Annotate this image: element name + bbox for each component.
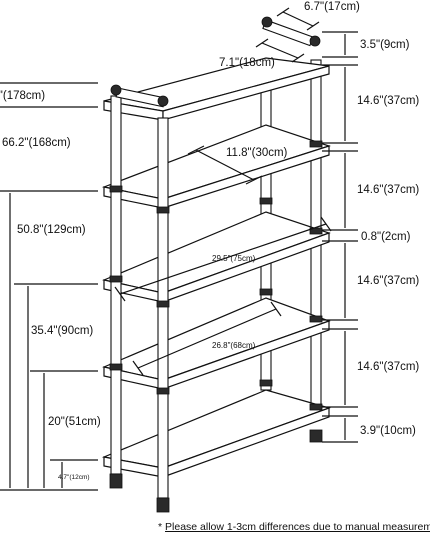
shelf-illustration xyxy=(101,16,331,513)
shelf-bottom xyxy=(101,389,331,478)
left-dimension-lines xyxy=(0,82,98,491)
label-shelf-gap-3: 14.6"(37cm) xyxy=(357,275,419,287)
width-dimension-lines xyxy=(114,216,332,376)
depth-dimension-lines xyxy=(187,7,320,185)
label-top-gap: 3.5"(9cm) xyxy=(360,39,410,51)
label-depth-top: 6.7"(17cm) xyxy=(304,1,360,13)
dimension-labels: 6.7"(17cm) 7.1"(18cm) 3.5"(9cm) 70"(178c… xyxy=(0,1,419,481)
label-inner-width: 26.8"(68cm) xyxy=(212,341,256,350)
pipe-joints xyxy=(109,140,323,411)
top-rail-back xyxy=(261,16,321,47)
label-depth-cap: 7.1"(18cm) xyxy=(219,57,275,69)
label-height-to-first-shelf: 20"(51cm) xyxy=(48,416,101,428)
label-height-to-third-shelf: 50.8"(129cm) xyxy=(17,224,86,236)
footnote-text: Please allow 1-3cm differences due to ma… xyxy=(165,521,430,533)
label-bottom-shelf-height: 4.7"(12cm) xyxy=(58,474,90,481)
label-height-to-second-shelf: 35.4"(90cm) xyxy=(31,325,93,337)
label-shelf-gap-2: 14.6"(37cm) xyxy=(357,184,419,196)
front-left-post xyxy=(110,95,122,475)
shelf-2 xyxy=(101,124,331,209)
feet xyxy=(109,429,323,513)
label-shelf-gap-4: 14.6"(37cm) xyxy=(357,361,419,373)
measurement-footnote: * Please allow 1-3cm differences due to … xyxy=(158,521,430,533)
label-shelf-gap-1: 14.6"(37cm) xyxy=(357,95,419,107)
label-shelf-depth: 11.8"(30cm) xyxy=(226,147,288,159)
label-bottom-clearance: 3.9"(10cm) xyxy=(360,425,416,437)
right-dimension-lines xyxy=(322,31,358,443)
label-outer-width: 29.5"(75cm) xyxy=(212,254,256,263)
label-shelf-thickness: 0.8"(2cm) xyxy=(361,231,411,243)
top-rail-front xyxy=(110,84,169,108)
label-height-to-top-shelf: 66.2"(168cm) xyxy=(2,137,71,149)
front-right-post xyxy=(157,117,169,499)
footnote-star: * xyxy=(158,521,163,533)
label-overall-height: 70"(178cm) xyxy=(0,90,45,102)
shelf-top xyxy=(103,57,330,121)
